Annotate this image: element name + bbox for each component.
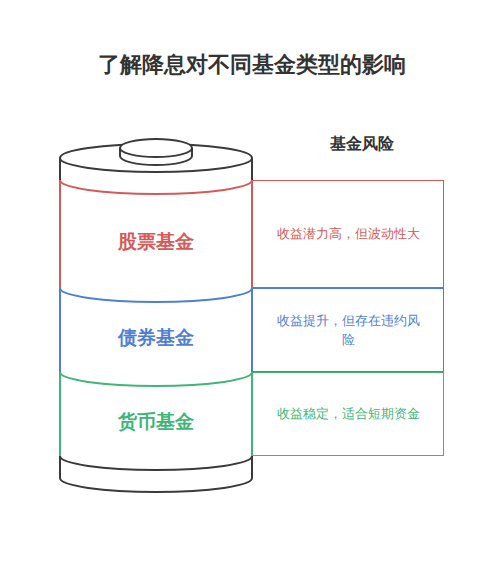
fund-name: 货币基金 (118, 410, 194, 433)
cylinder-band: 股票基金 (62, 194, 250, 288)
cylinder-band: 货币基金 (62, 386, 250, 456)
description-box: 收益稳定，适合短期资金 (252, 372, 444, 456)
fund-name: 债券基金 (118, 326, 194, 349)
cylinder-band: 债券基金 (62, 302, 250, 372)
description-box: 收益潜力高，但波动性大 (252, 180, 444, 288)
fund-name: 股票基金 (118, 230, 194, 253)
column-heading: 基金风险 (330, 134, 394, 155)
risk-note: 收益稳定，适合短期资金 (277, 404, 420, 424)
risk-note: 收益提升，但存在违约风险 (275, 311, 421, 350)
diagram-title: 了解降息对不同基金类型的影响 (0, 50, 504, 80)
risk-note: 收益潜力高，但波动性大 (277, 224, 420, 244)
description-box: 收益提升，但存在违约风险 (252, 288, 444, 372)
